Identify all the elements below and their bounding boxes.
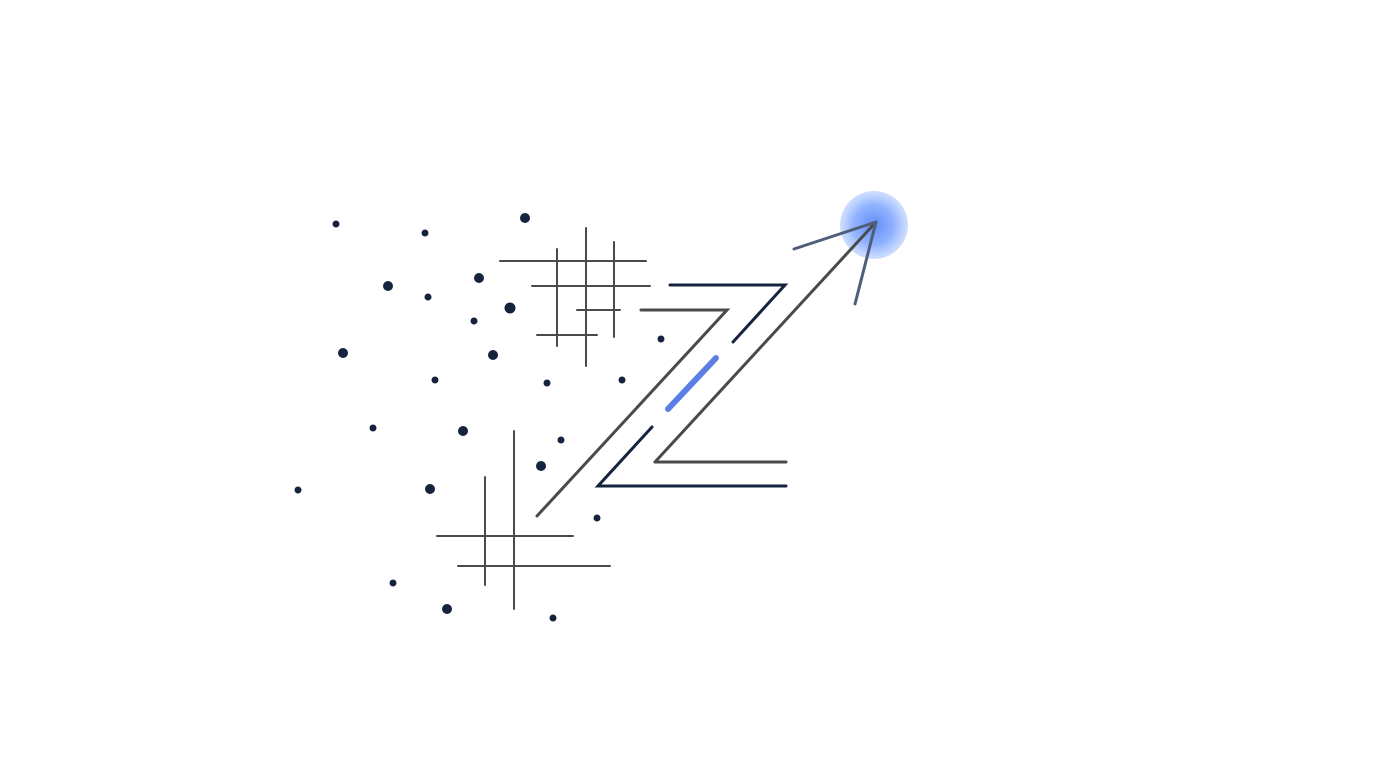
particle-dot [470,317,478,325]
particle-dot [488,350,498,360]
particle-dot [294,486,302,494]
particle-dot [442,604,452,614]
particle-dot [424,293,432,301]
particle-dot [536,461,546,471]
particle-dot [421,229,429,237]
particle-dots [294,213,665,622]
upper-grid-icon [499,227,651,367]
particle-dot [543,379,551,387]
particle-dot [657,335,665,343]
particle-dot [618,376,626,384]
particle-dot [389,579,397,587]
particle-dot [549,614,557,622]
particle-dot [431,376,439,384]
particle-dot [458,426,468,436]
particle-dot [593,514,601,522]
particle-dot [474,273,484,283]
z-mark-icon [535,283,789,518]
particle-dot [383,281,393,291]
particle-dot [520,213,530,223]
lower-grid-icon [436,430,611,610]
particle-dot [369,424,377,432]
particle-dot [504,302,516,314]
particle-dot [425,484,435,494]
particle-dot [332,220,340,228]
arrow-icon [653,220,878,464]
particle-dot [338,348,348,358]
particle-dot [557,436,565,444]
